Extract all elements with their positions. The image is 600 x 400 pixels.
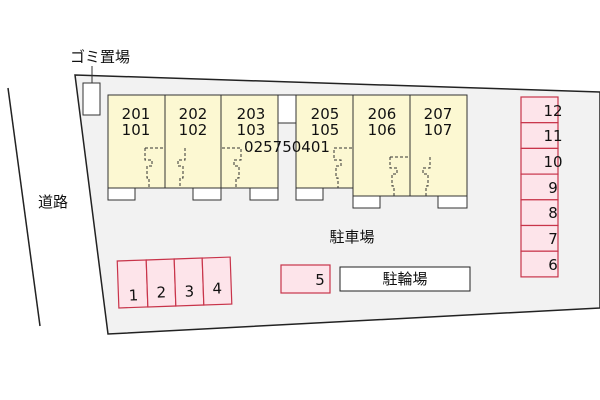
unit-number-lower: 101 [122, 121, 151, 139]
balcony [295, 187, 324, 201]
parking-slot-10 [520, 147, 559, 175]
parking-slot-6 [520, 250, 559, 278]
building-connector [277, 94, 297, 124]
unit-number-lower: 102 [179, 121, 208, 139]
balcony [192, 187, 222, 201]
unit-202-102: 202 102 [164, 94, 222, 201]
parking-slot-4 [201, 256, 233, 306]
balcony [107, 187, 136, 201]
unit-number-upper: 205 [311, 105, 340, 123]
slot-number: 3 [184, 282, 194, 300]
unit-207-107: 207 107 [409, 94, 468, 209]
bicycle-parking-label: 駐輪場 [382, 270, 427, 288]
slot-number: 7 [548, 230, 558, 248]
garbage-label: ゴミ置場 [70, 48, 130, 66]
parking-slot-9 [520, 173, 559, 201]
unit-number-upper: 202 [179, 105, 208, 123]
bicycle-parking-area [339, 266, 471, 292]
slot-number: 11 [543, 127, 562, 145]
parking-slot-8 [520, 199, 559, 227]
slot-number: 4 [212, 279, 222, 297]
parking-slot-5 [280, 264, 331, 294]
unit-number-upper: 207 [424, 105, 453, 123]
parking-slot-11 [520, 122, 559, 149]
slot-number: 9 [548, 179, 558, 197]
balcony [352, 195, 381, 209]
unit-number-upper: 203 [237, 105, 266, 123]
unit-205-105: 205 105 [295, 94, 354, 201]
slot-number: 2 [156, 283, 166, 301]
road-label: 道路 [38, 193, 68, 211]
slot-number: 5 [315, 271, 325, 289]
slot-number: 1 [128, 286, 138, 304]
parking-slots-left: 1 2 3 4 [116, 256, 233, 309]
unit-number-lower: 103 [237, 121, 266, 139]
balcony [249, 187, 279, 201]
property-code: 025750401 [244, 138, 330, 156]
balcony [437, 195, 468, 209]
garbage-area [82, 82, 101, 116]
unit-number-upper: 201 [122, 105, 151, 123]
unit-201-101: 201 101 [107, 94, 185, 201]
unit-number-lower: 106 [368, 121, 397, 139]
parking-label: 駐車場 [329, 228, 374, 246]
unit-203-103: 203 103 [220, 94, 279, 201]
road-edge-line [7, 87, 41, 327]
parking-slots-right: 12 11 10 9 8 7 6 [520, 96, 563, 278]
slot-number: 6 [548, 256, 558, 274]
slot-number: 8 [548, 204, 558, 222]
unit-number-lower: 107 [424, 121, 453, 139]
parking-slot-12 [520, 96, 559, 124]
unit-206-106: 206 106 [352, 94, 430, 209]
unit-number-lower: 105 [311, 121, 340, 139]
slot-number: 10 [543, 153, 562, 171]
slot-number: 12 [543, 102, 562, 120]
unit-number-upper: 206 [368, 105, 397, 123]
